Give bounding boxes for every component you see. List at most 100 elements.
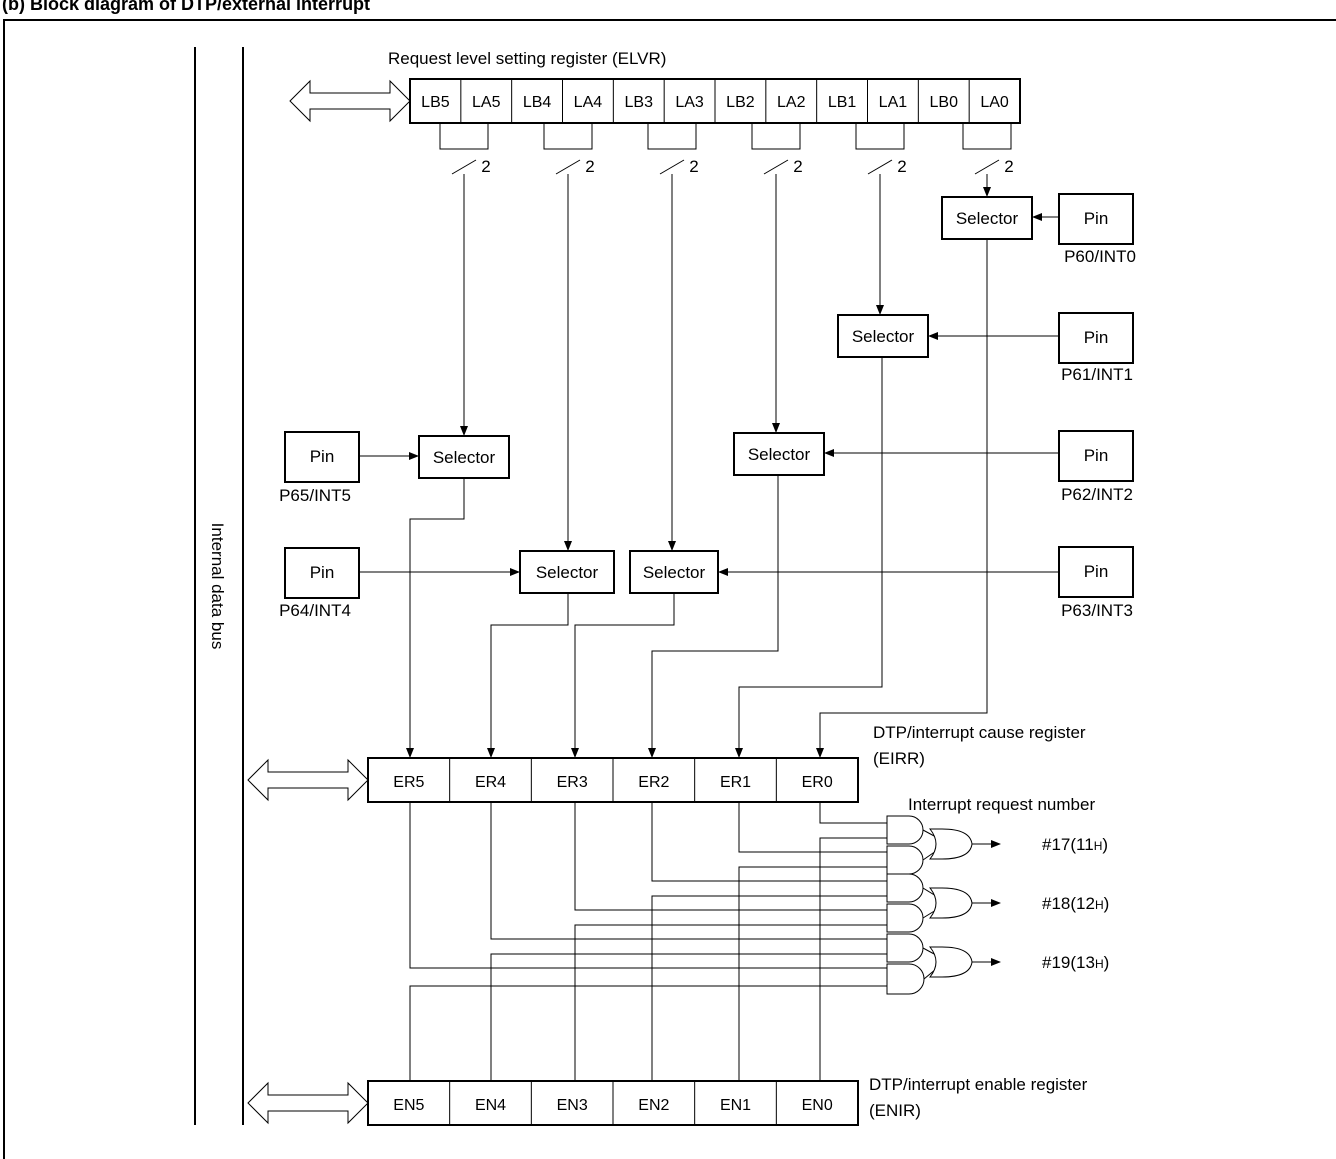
en3-to-and (574, 924, 887, 1081)
eirr-cell-er4: ER4 (475, 774, 506, 791)
and-gate-3 (886, 903, 924, 933)
pin-box-label: Pin (310, 563, 335, 582)
and-or-logic: #17(11H)#18(12H)#19(13H) (409, 802, 1110, 1081)
enir-label-line2: (ENIR) (869, 1101, 921, 1120)
interrupt-number-text: #18(12 (1042, 894, 1095, 913)
pin-box-label: Pin (1084, 446, 1109, 465)
er1-to-and (738, 802, 887, 853)
en0-to-and (819, 837, 887, 1081)
eirr-cell-er1: ER1 (720, 774, 751, 791)
selector-5-to-er5 (406, 479, 465, 758)
pin-box-label: Pin (310, 447, 335, 466)
interrupt-number-text: #17(11 (1042, 835, 1094, 854)
elvr-label: Request level setting register (ELVR) (388, 49, 666, 68)
and-gate-4 (886, 933, 924, 963)
interrupt-number-hex-suffix: H (1095, 898, 1104, 912)
enir-label-line1: DTP/interrupt enable register (869, 1075, 1088, 1094)
and-gate-2 (886, 873, 924, 903)
elvr-bus-arrow (289, 79, 411, 123)
enir-cell-en3: EN3 (557, 1097, 588, 1114)
elvr-cell-lb2: LB2 (726, 94, 755, 111)
elvr-cell-la4: LA4 (574, 94, 603, 111)
or-gate-2 (928, 946, 973, 978)
bus-label: Internal data bus (208, 523, 227, 650)
pin-box-1 (1058, 312, 1134, 364)
enir-cell-en5: EN5 (393, 1097, 424, 1114)
interrupt-number-close: ) (1104, 953, 1110, 972)
enir-cell-en2: EN2 (638, 1097, 669, 1114)
selector-3-to-er3 (571, 594, 675, 758)
figure-frame (3, 19, 1336, 1159)
interrupt-number-hex-suffix: H (1094, 839, 1103, 853)
er3-to-and (574, 802, 887, 911)
pin-name-3: P63/INT3 (1061, 601, 1133, 620)
selector-5 (418, 435, 510, 479)
eirr-label-line2: (EIRR) (873, 749, 925, 768)
elvr-cell-la3: LA3 (675, 94, 704, 111)
eirr-cell-er5: ER5 (393, 774, 424, 791)
bus-width-slash (555, 159, 581, 175)
selector-label: Selector (852, 327, 915, 346)
bus-width-slash (867, 159, 893, 175)
selector-label: Selector (536, 563, 599, 582)
elvr-cell-lb1: LB1 (828, 94, 857, 111)
selector-label: Selector (433, 448, 496, 467)
selectors: SelectorSelectorSelectorSelectorSelector… (418, 196, 1033, 594)
and-gate-0 (886, 815, 924, 845)
elvr-cell-lb0: LB0 (930, 94, 959, 111)
pin-name-1: P61/INT1 (1061, 365, 1133, 384)
enir-cell-en1: EN1 (720, 1097, 751, 1114)
elvr-bracket (647, 123, 697, 150)
elvr-cell-la0: LA0 (980, 94, 1009, 111)
elvr-cell-la1: LA1 (879, 94, 908, 111)
interrupt-number-0: #17(11H) (1042, 835, 1108, 854)
selector-1 (837, 314, 929, 358)
pin-name-5: P65/INT5 (279, 486, 351, 505)
or-gate-0 (928, 828, 973, 860)
selector-label: Selector (956, 209, 1019, 228)
er0-to-and (819, 802, 887, 824)
pin-name-4: P64/INT4 (279, 601, 351, 620)
en1-to-and (738, 866, 887, 1081)
interrupt-request-label: Interrupt request number (908, 795, 1095, 814)
elvr-cell-la2: LA2 (777, 94, 806, 111)
and-gate-1 (886, 845, 924, 875)
interrupt-number-1: #18(12H) (1042, 894, 1109, 913)
interrupt-number-close: ) (1104, 894, 1110, 913)
en5-to-and (409, 985, 887, 1081)
enir-cell-en0: EN0 (802, 1097, 833, 1114)
elvr-cell-lb5: LB5 (421, 94, 450, 111)
bus-width-label: 2 (585, 157, 594, 176)
bus-width-slash (451, 159, 477, 175)
eirr-bus-arrow (247, 758, 369, 802)
pin-box-0 (1058, 193, 1134, 245)
pin-name-2: P62/INT2 (1061, 485, 1133, 504)
elvr-cell-lb4: LB4 (523, 94, 552, 111)
pins: PinP60/INT0PinP61/INT1PinP62/INT2PinP63/… (279, 193, 1136, 620)
er2-to-and (651, 802, 887, 882)
pin-box-label: Pin (1084, 562, 1109, 581)
eirr-cell-er2: ER2 (638, 774, 669, 791)
selector-4 (519, 550, 615, 594)
elvr-bracket (855, 123, 905, 150)
pin-box-5 (284, 431, 360, 483)
and-gate-5 (886, 963, 925, 995)
elvr-bracket (439, 123, 489, 150)
enir-bus-arrow (247, 1081, 369, 1125)
pin-name-0: P60/INT0 (1064, 247, 1136, 266)
selector-2-to-er2 (648, 476, 779, 758)
interrupt-number-close: ) (1102, 835, 1108, 854)
enir-register: EN5 EN4 EN3 EN2 EN1 EN0 (367, 1080, 859, 1126)
en2-to-and (651, 895, 887, 1081)
pin-box-label: Pin (1084, 209, 1109, 228)
er5-to-and (409, 802, 887, 969)
elvr-cell-la5: LA5 (472, 94, 501, 111)
interrupt-number-text: #19(13 (1042, 953, 1095, 972)
bus-width-label: 2 (897, 157, 906, 176)
pin-box-2 (1058, 430, 1134, 482)
selector-label: Selector (643, 563, 706, 582)
enir-cell-en4: EN4 (475, 1097, 506, 1114)
